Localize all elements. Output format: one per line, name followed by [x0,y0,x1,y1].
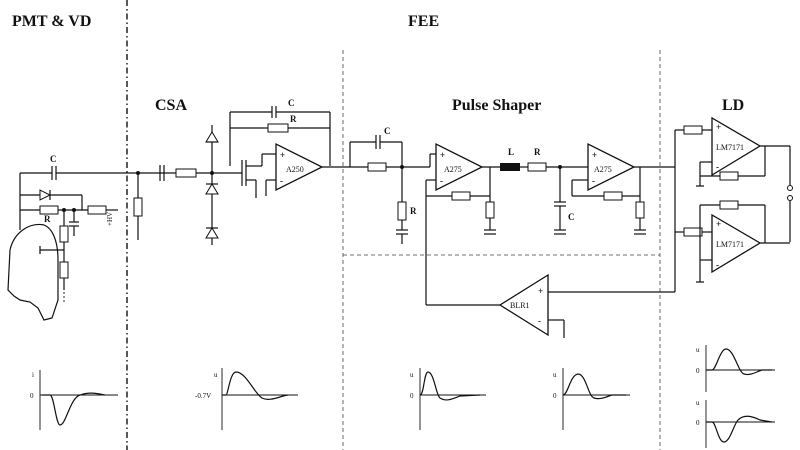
ld-top-wave-zero-label: 0 [696,367,700,375]
a275-2-feedback-resistor [603,191,623,201]
clamp-diode-1-icon [205,131,219,143]
output-terminal-1 [787,185,793,191]
lm7171-top-label: LM7171 [716,143,744,152]
csa-input-resistor [133,197,143,217]
blr-amplifier [498,273,549,337]
shaper-cap-label: C [384,126,391,136]
hv-label: +HV [106,212,114,226]
section-title-fee: FEE [408,13,439,30]
shaper-1-wave-axis-label: u [410,371,414,379]
svg-text:+: + [716,219,721,229]
inductor-l [500,163,520,171]
blr-label: BLR1 [510,301,530,310]
blr-stage: BLR1 + - [426,273,675,338]
svg-text:+: + [280,150,285,160]
inductor-label: L [508,147,514,157]
csa-waveform-plot: u -0.7V [195,368,298,430]
shaper-waveform-plot-2: u 0 [553,368,630,430]
csa-feedback-resistor-label: R [290,114,297,124]
output-terminal-2 [787,195,793,201]
shaper-1-output-pulse [419,371,481,401]
ld-bottom-wave-zero-label: 0 [696,419,700,427]
svg-text:+: + [538,286,543,296]
section-title-csa: CSA [155,97,187,114]
shaper-waveform-plot-1: u 0 [410,368,486,430]
svg-text:-: - [716,260,719,270]
svg-text:-: - [592,176,595,186]
pmt-tube-outline [7,223,59,321]
a275-2-gain-resistor [635,201,645,219]
clamp-diode-2-icon [205,183,219,195]
csa-series-resistor [175,168,197,178]
lm7171-bottom-feedback-resistor [719,200,739,210]
lm7171-bottom-amplifier [711,213,762,274]
a250-label: A250 [286,165,304,174]
ld-top-wave-axis-label: u [696,346,700,354]
csa-wave-axis-label: u [214,371,218,379]
svg-text:+: + [716,122,721,132]
load-resistor-label: R [44,214,51,224]
a275-2-label: A275 [594,165,612,174]
shaper-shunt-resistor-label: R [410,206,417,216]
shaper-lc-cap-label: C [568,212,575,222]
clamp-diode-3-icon [205,227,219,239]
ld-bottom-input-resistor [683,227,703,237]
a275-amplifier-2 [587,142,636,192]
ld-stage: LM7171 + - LM7171 + - [674,116,793,292]
ld-top-input-resistor [683,125,703,135]
pmt-voltage-divider: C R +HV [7,154,210,321]
csa-stage: C R A250 + - [133,98,350,245]
section-title-pmt-vd: PMT & VD [12,13,91,30]
shaper-2-output-pulse [562,373,626,400]
lc-series-resistor [527,162,547,172]
shaper-1-wave-zero-label: 0 [410,392,414,400]
shaper-shunt-resistor [397,201,407,221]
pmt-waveform-plot: i 0 [30,370,118,430]
protection-diode-icon [39,189,52,201]
csa-wave-level-label: -0.7V [195,392,211,400]
a275-1-gain-resistor [485,201,495,219]
a275-1-feedback-resistor [451,191,471,201]
load-resistor [39,205,59,215]
ld-waveform-plot-top: u 0 [696,345,775,392]
svg-text:-: - [538,316,541,326]
shaper-2-wave-zero-label: 0 [553,392,557,400]
pmt-wave-axis-label: i [32,371,34,379]
lc-resistor-label: R [534,147,541,157]
lm7171-bottom-label: LM7171 [716,240,744,249]
ld-top-output-pulse [706,348,772,376]
lm7171-top-feedback-resistor [719,171,739,181]
pulse-shaper-stage: C R A275 + - L R [349,126,675,305]
svg-text:-: - [440,176,443,186]
svg-text:+: + [440,150,445,160]
svg-text:-: - [716,162,719,172]
shaper-series-resistor [367,162,387,172]
a275-1-label: A275 [444,165,462,174]
csa-feedback-resistor [267,123,289,133]
pmt-current-pulse [42,392,106,426]
csa-output-pulse [222,371,289,400]
csa-feedback-cap-label: C [288,98,295,108]
ld-waveform-plot-bottom: u 0 [696,399,775,448]
shaper-2-wave-axis-label: u [553,371,557,379]
svg-text:-: - [280,176,283,186]
hv-resistor [87,205,107,215]
pmt-coupling-cap-label: C [50,154,57,164]
divider-resistor-1 [59,225,69,243]
lm7171-top-amplifier [711,116,762,177]
a250-amplifier [275,142,324,192]
divider-resistor-2 [59,261,69,279]
svg-text:+: + [592,150,597,160]
ld-bottom-wave-axis-label: u [696,399,700,407]
section-title-pulse-shaper: Pulse Shaper [452,97,541,114]
ld-bottom-output-pulse [706,415,773,443]
a275-amplifier-1 [435,142,484,192]
pmt-wave-zero-label: 0 [30,392,34,400]
section-title-ld: LD [722,97,744,114]
